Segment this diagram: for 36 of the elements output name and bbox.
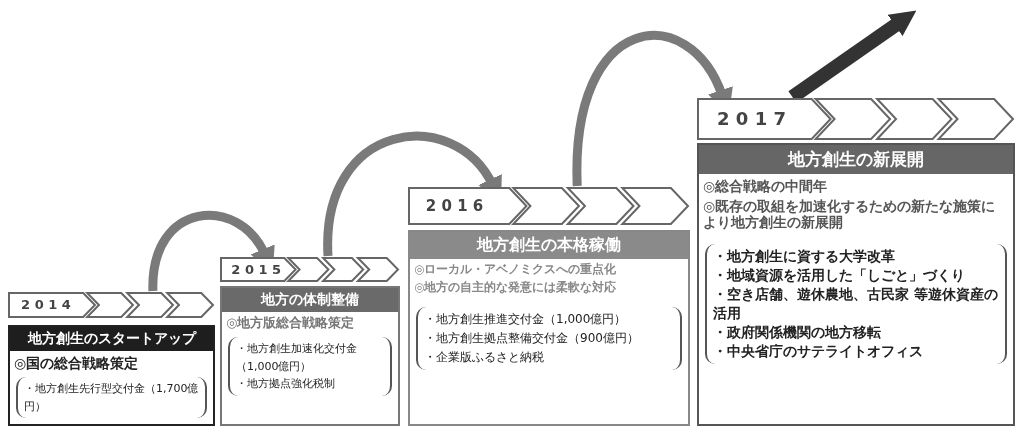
curved-arrow — [572, 31, 732, 187]
bullet-item: ・地方創生拠点整備交付金（900億円） — [424, 329, 640, 347]
point-text: ◎総合戦略の中間年 — [703, 178, 829, 195]
curved-arrow — [148, 210, 275, 292]
bullet-item: ・地方創生先行型交付金（1,700億円） — [24, 381, 199, 415]
point-text: ◎地方の自主的な発意には柔軟な対応 — [414, 280, 618, 295]
point-text: ◎既存の取組を加速化するための新たな施策により地方創生の新展開 — [703, 198, 997, 231]
bullet-item: ・地方拠点強化税制 — [236, 376, 336, 393]
bullet-item: ・地方創生推進交付金（1,000億円） — [424, 310, 628, 328]
panel-heading: 地方の体制整備 — [222, 288, 398, 312]
year-banner — [220, 257, 400, 282]
bullet-item: ・地方創生加速化交付金（1,000億円） — [236, 340, 358, 375]
point-text: ◎ローカル・アベノミクスへの重点化 — [414, 263, 618, 277]
point-text: ◎地方版総合戦略策定 — [226, 316, 356, 331]
year-label: 2016 — [425, 196, 489, 217]
bullet-item: ・中央省庁のサテライトオフィス — [713, 341, 924, 361]
year-banner — [408, 187, 690, 225]
bullet-item: ・空き店舗、遊休農地、古民家 等遊休資産の活用 — [713, 285, 999, 323]
panel-heading: 地方創生の本格稼働 — [410, 232, 688, 259]
step-panel — [408, 230, 690, 426]
panel-heading: 地方創生の新展開 — [699, 145, 1013, 174]
bullet-item: ・企業版ふるさと納税 — [424, 348, 545, 366]
bullet-item: ・地域資源を活用した「しごと」づくり — [713, 266, 966, 286]
year-banner — [697, 98, 1015, 140]
step-panel — [8, 325, 215, 426]
year-label: 2014 — [21, 296, 76, 314]
year-banner — [8, 292, 215, 318]
step-panel — [220, 286, 400, 426]
curved-arrow — [323, 131, 504, 257]
year-label: 2015 — [231, 261, 286, 279]
year-label: 2017 — [717, 107, 793, 131]
panel-heading: 地方創生のスタートアップ — [10, 327, 213, 351]
point-text: ◎国の総合戦略策定 — [14, 355, 140, 372]
bullet-item: ・政府関係機関の地方移転 — [713, 322, 882, 342]
step-panel — [697, 143, 1015, 426]
bullet-item: ・地方創生に資する大学改革 — [713, 247, 896, 267]
